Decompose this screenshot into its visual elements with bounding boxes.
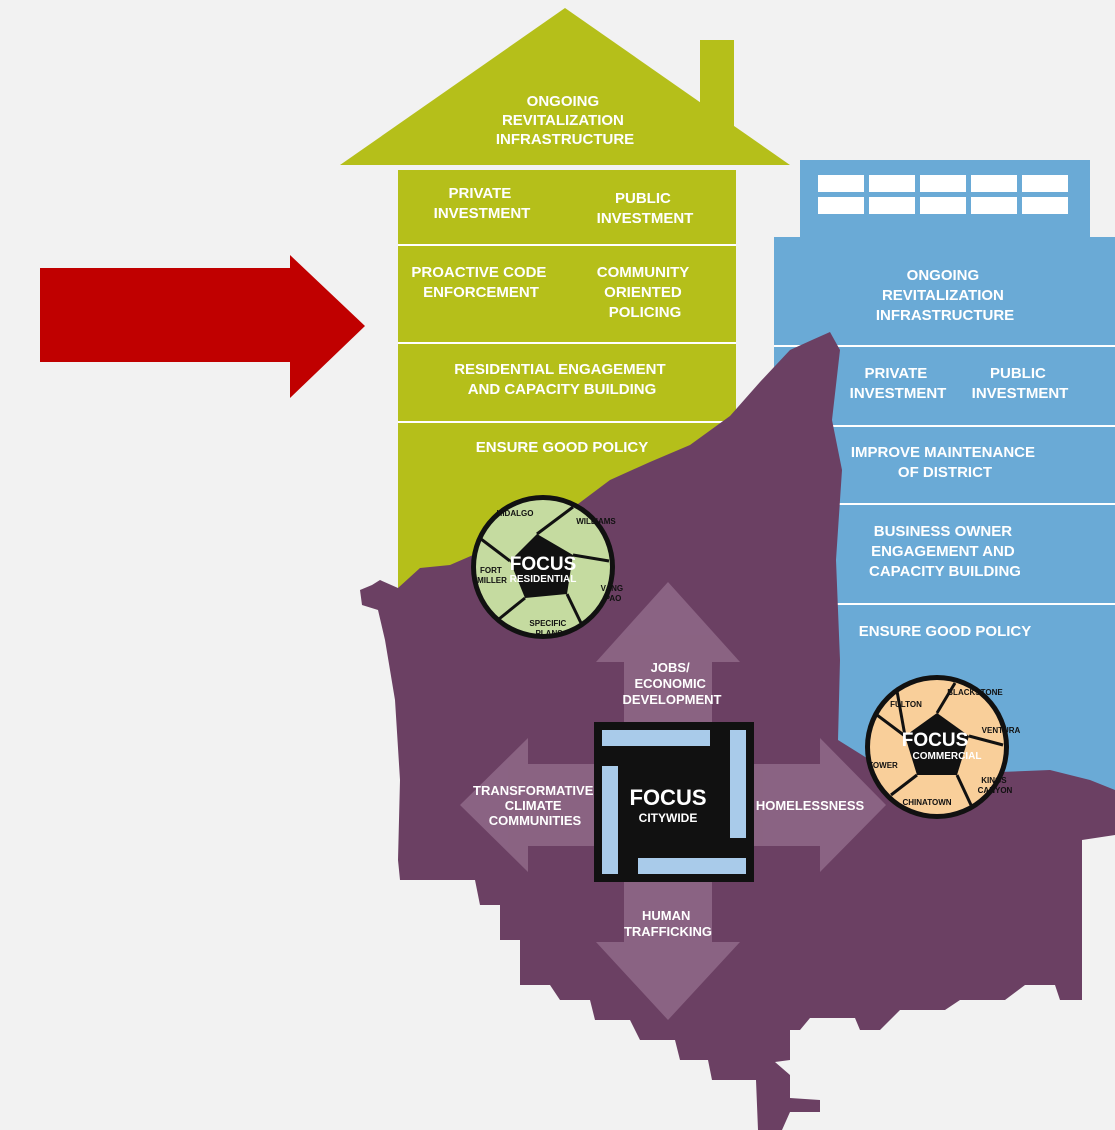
arrow-right-homelessness xyxy=(742,738,886,872)
commercial-infrastructure: ONGOING REVITALIZATION INFRASTRUCTURE xyxy=(876,267,1014,324)
commercial-maintenance: IMPROVE MAINTENANCE OF DISTRICT xyxy=(851,444,1039,481)
residential-engagement: RESIDENTIAL ENGAGEMENT AND CAPACITY BUIL… xyxy=(454,361,670,398)
commercial-focus-badge xyxy=(865,675,1009,819)
residential-roof-text: ONGOING REVITALIZATION INFRASTRUCTURE xyxy=(496,93,634,148)
residential-code-enforcement: PROACTIVE CODE ENFORCEMENT xyxy=(411,264,550,301)
arrow-up-jobs xyxy=(596,582,740,730)
building-windows-icon xyxy=(818,175,1068,214)
commercial-area-blackstone: BLACKSTONE xyxy=(947,688,1003,697)
residential-area-williams: WILLIAMS xyxy=(576,517,616,526)
house-roof-icon xyxy=(340,8,790,165)
commercial-area-fulton: FULTON xyxy=(890,700,922,709)
citywide-homelessness: HOMELESSNESS xyxy=(756,798,865,813)
commercial-area-ventura: VENTURA xyxy=(982,726,1021,735)
red-arrow-icon xyxy=(40,255,365,398)
residential-area-hidalgo: HIDALGO xyxy=(497,509,534,518)
residential-public-investment: PUBLIC INVESTMENT xyxy=(597,190,694,227)
commercial-policy: ENSURE GOOD POLICY xyxy=(859,623,1032,640)
arrow-left-climate xyxy=(460,738,596,872)
residential-area-fort-miller: FORT MILLER xyxy=(477,566,507,585)
commercial-public-investment: PUBLIC INVESTMENT xyxy=(972,365,1069,402)
residential-area-vang-pao: VANG PAO xyxy=(601,584,626,603)
citywide-arrows xyxy=(460,582,886,1020)
residential-community-policing: COMMUNITY ORIENTED POLICING xyxy=(597,264,693,321)
residential-badge-sub: RESIDENTIAL xyxy=(510,574,577,585)
citywide-trafficking: HUMAN TRAFFICKING xyxy=(624,908,712,939)
commercial-area-chinatown: CHINATOWN xyxy=(902,798,951,807)
commercial-private-investment: PRIVATE INVESTMENT xyxy=(850,365,947,402)
citywide-focus-sub: CITYWIDE xyxy=(639,811,698,825)
commercial-badge-focus: FOCUS xyxy=(902,730,969,751)
citywide-focus-title: FOCUS xyxy=(630,785,707,810)
residential-badge-focus: FOCUS xyxy=(510,554,577,575)
residential-policy: ENSURE GOOD POLICY xyxy=(476,439,649,456)
residential-area-specific-plans: SPECIFIC PLANS xyxy=(529,619,568,638)
citywide-focus-block xyxy=(594,722,754,882)
commercial-area-tower: TOWER xyxy=(868,761,898,770)
commercial-area-kings-canyon: KINGS CANYON xyxy=(978,776,1013,795)
commercial-engagement: BUSINESS OWNER ENGAGEMENT AND CAPACITY B… xyxy=(869,523,1021,580)
house-chimney xyxy=(700,40,734,130)
residential-focus-badge xyxy=(471,495,615,639)
citywide-climate: TRANSFORMATIVE CLIMATE COMMUNITIES xyxy=(473,783,597,828)
residential-private-investment: PRIVATE INVESTMENT xyxy=(434,185,531,222)
commercial-badge-sub: COMMERCIAL xyxy=(913,751,982,762)
residential-dividers xyxy=(398,244,736,423)
arrow-down-trafficking xyxy=(596,878,740,1020)
citywide-jobs: JOBS/ ECONOMIC DEVELOPMENT xyxy=(623,660,722,707)
